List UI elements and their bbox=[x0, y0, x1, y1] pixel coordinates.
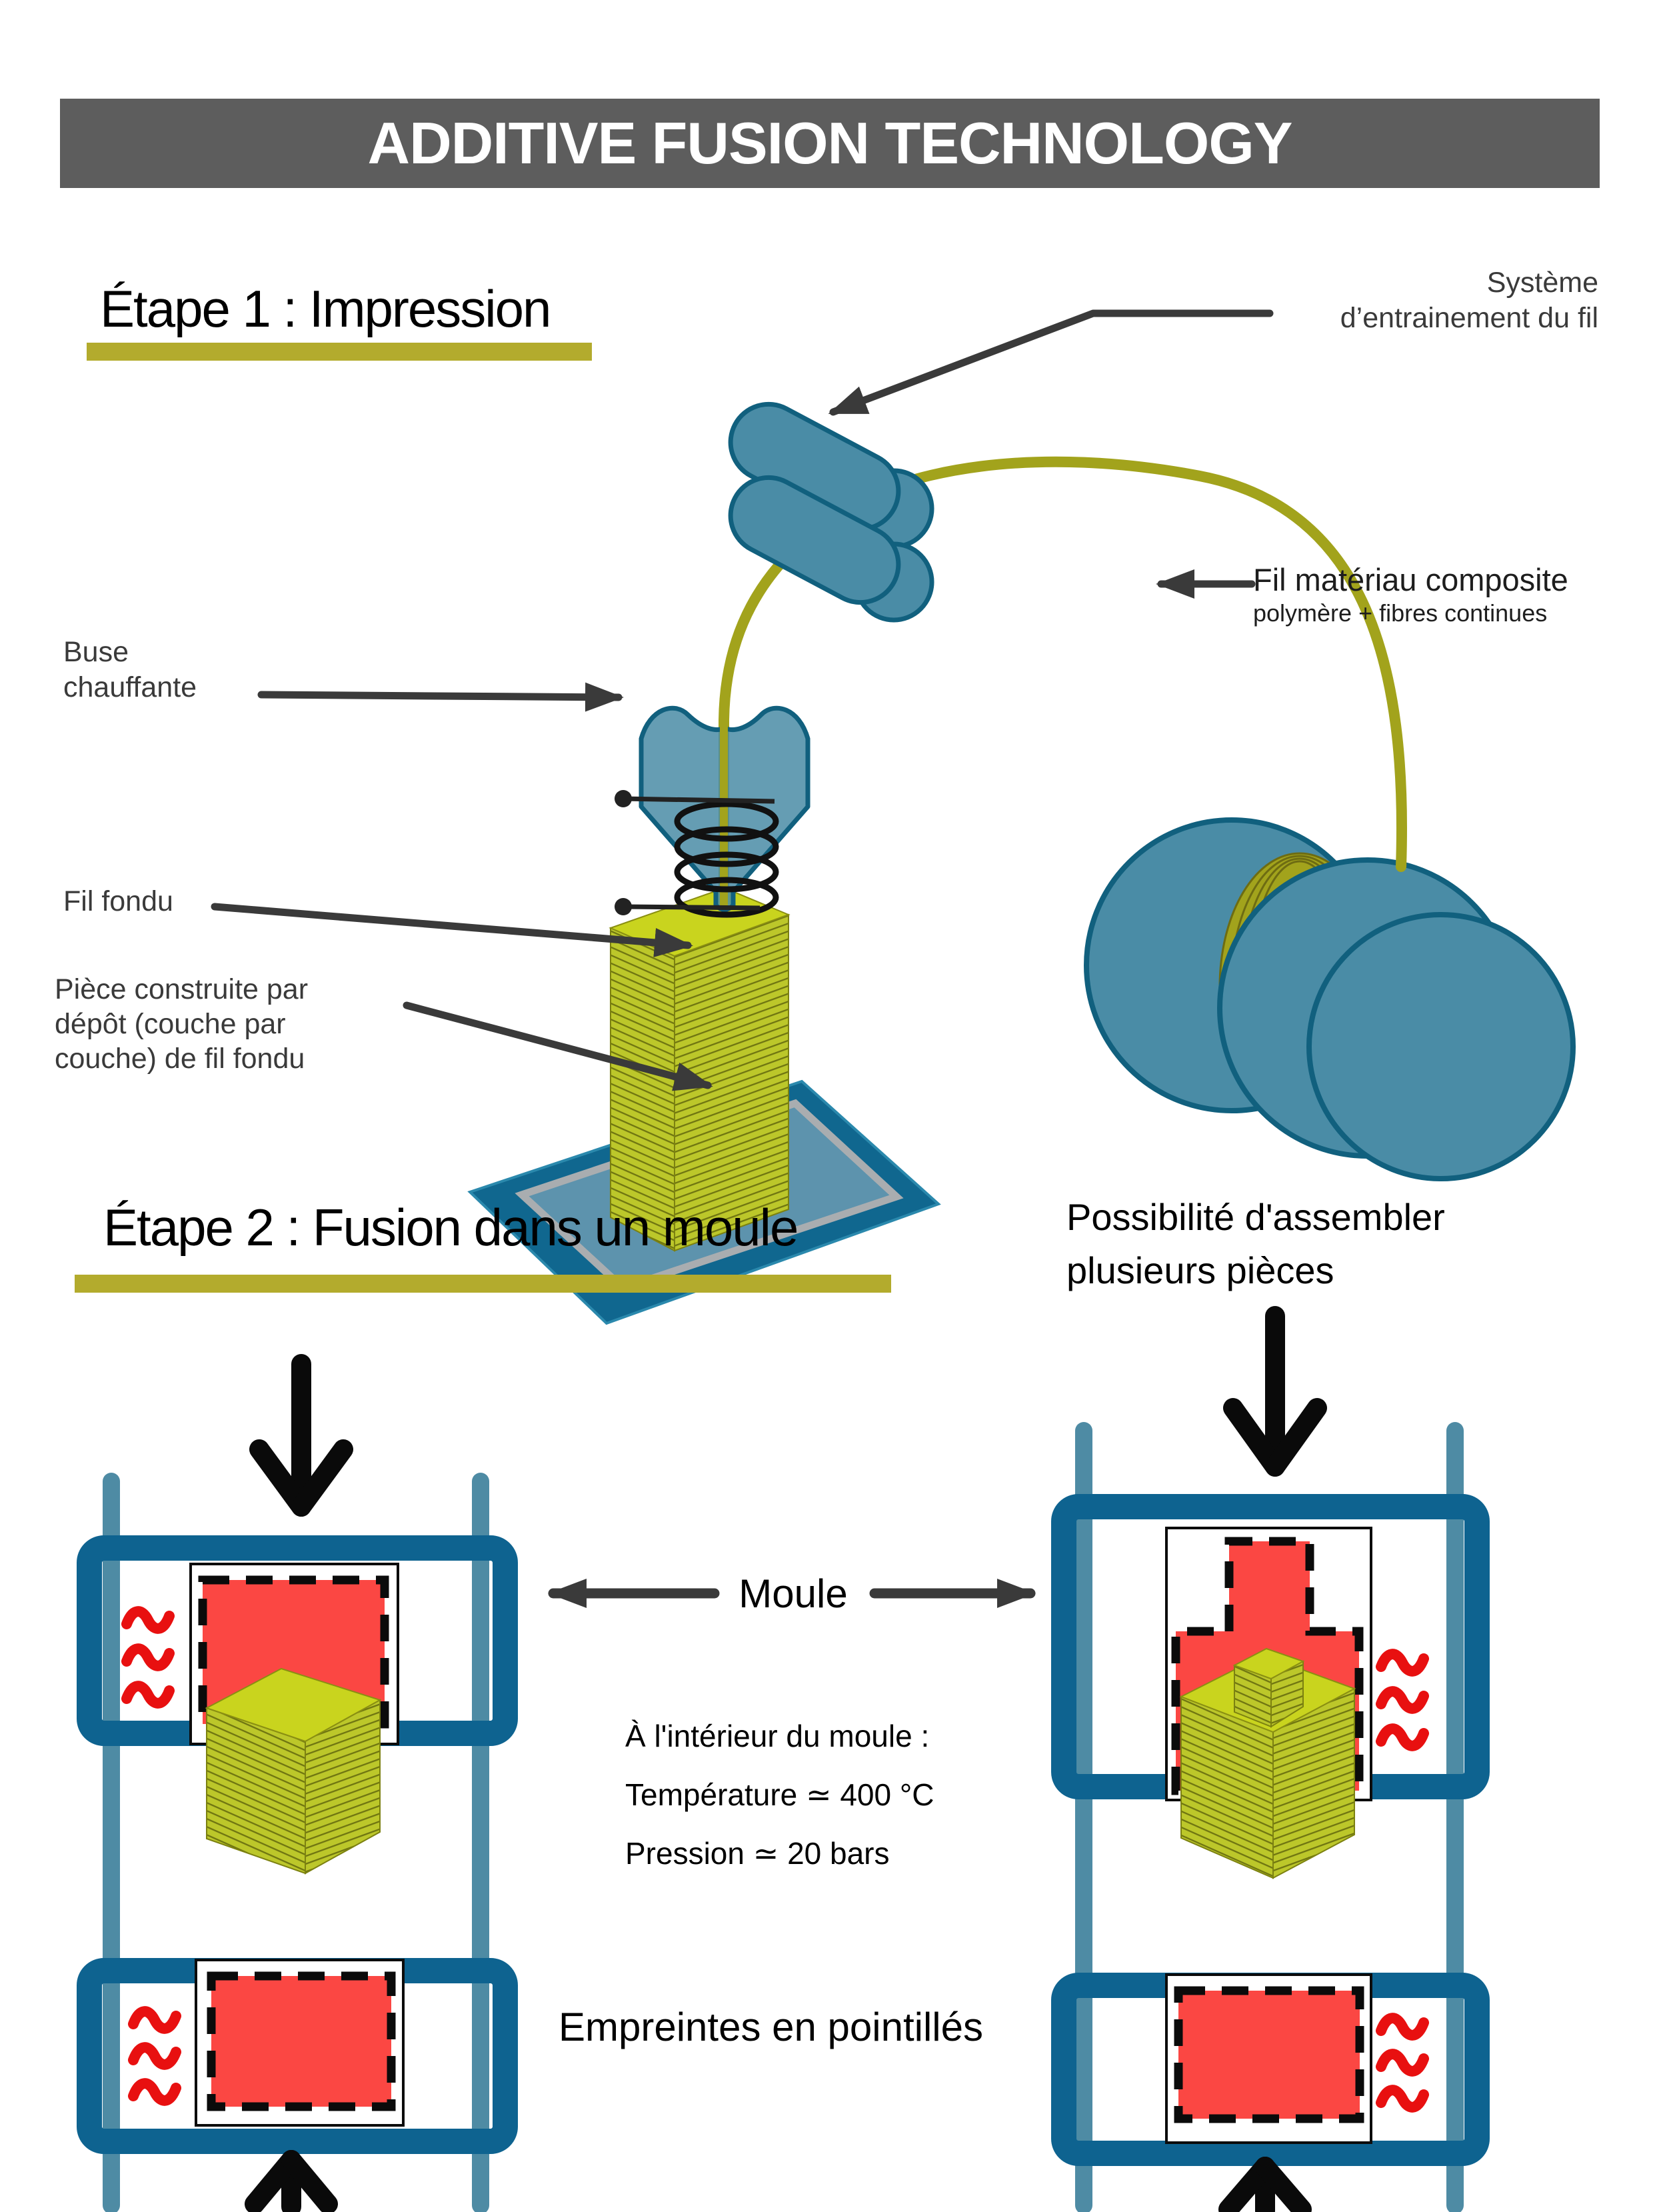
leader-lines bbox=[211, 309, 1274, 1091]
heat-waves bbox=[128, 2006, 181, 2106]
guide-rods-right bbox=[1075, 1422, 1464, 2212]
heat-waves bbox=[1376, 1649, 1429, 1751]
heat-waves bbox=[121, 1606, 175, 1709]
press-arrow-down-left bbox=[249, 1354, 353, 1517]
label-part: Pièce construite par dépôt (couche par c… bbox=[55, 973, 309, 1075]
press-arrow-up-left bbox=[245, 2150, 338, 2212]
press-arrow-up-right bbox=[1218, 2157, 1312, 2212]
feed-rollers bbox=[728, 401, 934, 623]
step2-heading: Étape 2 : Fusion dans un moule bbox=[103, 1198, 799, 1257]
step1-heading: Étape 1 : Impression bbox=[100, 279, 551, 338]
step1-underline bbox=[87, 343, 592, 361]
middle-part-left bbox=[205, 1667, 382, 1875]
middle-part-right bbox=[1179, 1647, 1356, 1879]
label-melted-filament: Fil fondu bbox=[63, 885, 173, 917]
mold-bottom-right bbox=[1051, 1973, 1490, 2166]
heater-coil bbox=[615, 790, 779, 918]
heat-waves bbox=[1376, 2013, 1429, 2113]
label-assemble: Possibilité d'assembler plusieurs pièces bbox=[1066, 1196, 1445, 1291]
label-nozzle: Buse chauffante bbox=[63, 636, 197, 703]
label-drive-system: Système d’entrainement du fil bbox=[1340, 267, 1598, 334]
title-bar: ADDITIVE FUSION TECHNOLOGY bbox=[60, 99, 1600, 188]
step2-underline bbox=[75, 1275, 891, 1293]
label-empreintes: Empreintes en pointillés bbox=[559, 2005, 984, 2049]
label-conditions: À l'intérieur du moule : Température ≃ 4… bbox=[625, 1719, 934, 1871]
label-composite: Fil matériau composite polymère + fibres… bbox=[1253, 562, 1568, 627]
mold-bottom-left bbox=[77, 1958, 518, 2154]
label-moule: Moule bbox=[739, 1571, 848, 1616]
press-arrow-down-right bbox=[1223, 1306, 1327, 1477]
guide-rods-left bbox=[103, 1473, 489, 2212]
spool bbox=[1084, 817, 1576, 1181]
page-title: ADDITIVE FUSION TECHNOLOGY bbox=[367, 110, 1293, 176]
filament bbox=[719, 456, 1408, 913]
